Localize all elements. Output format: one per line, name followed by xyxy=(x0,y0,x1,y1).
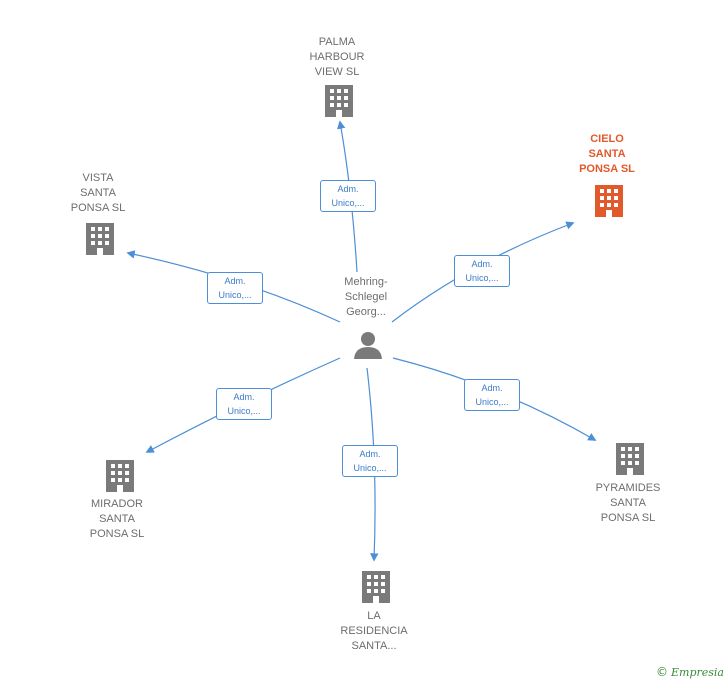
edge-label-cielo[interactable]: Adm. Unico,... xyxy=(454,255,510,287)
node-label-palma[interactable]: PALMA HARBOUR VIEW SL xyxy=(309,36,365,78)
node-label-residencia[interactable]: LA RESIDENCIA SANTA... xyxy=(340,610,408,652)
node-label-cielo[interactable]: CIELO SANTA PONSA SL xyxy=(579,133,635,175)
brand-logo: Empresia xyxy=(671,666,724,679)
node-label-pyramides[interactable]: PYRAMIDES SANTA PONSA SL xyxy=(595,482,661,524)
edge-label-pyramides[interactable]: Adm. Unico,... xyxy=(464,379,520,411)
building-icon-mirador[interactable] xyxy=(106,460,134,492)
edge-label-palma[interactable]: Adm. Unico,... xyxy=(320,180,376,212)
building-icon-vista[interactable] xyxy=(86,223,114,255)
node-label-mirador[interactable]: MIRADOR SANTA PONSA SL xyxy=(89,498,145,540)
edge-label-residencia[interactable]: Adm. Unico,... xyxy=(342,445,398,477)
footer-brand: ©Empresia xyxy=(656,665,724,679)
person-icon[interactable] xyxy=(354,332,382,359)
building-icon-palma[interactable] xyxy=(325,85,353,117)
node-label-vista[interactable]: VISTA SANTA PONSA SL xyxy=(70,172,126,214)
copyright-icon: © xyxy=(656,665,668,679)
edge-label-vista[interactable]: Adm. Unico,... xyxy=(207,272,263,304)
building-icon-residencia[interactable] xyxy=(362,571,390,603)
building-icon-pyramides[interactable] xyxy=(616,443,644,475)
center-person-label[interactable]: Mehring- Schlegel Georg... xyxy=(344,276,388,318)
edge-label-mirador[interactable]: Adm. Unico,... xyxy=(216,388,272,420)
building-icon-cielo[interactable] xyxy=(595,185,623,217)
